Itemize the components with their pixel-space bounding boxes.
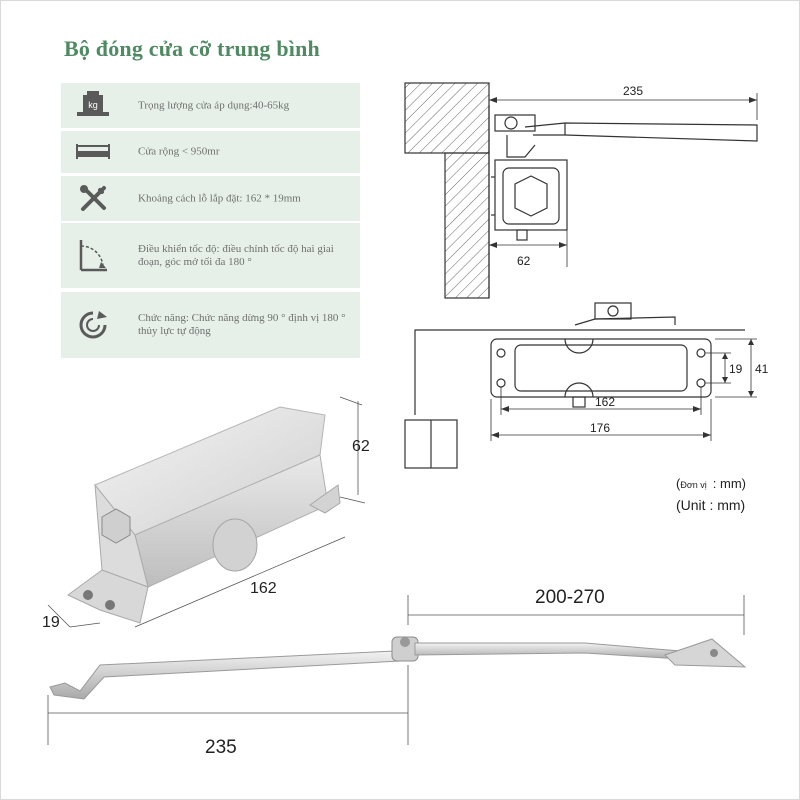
arm-bracket bbox=[664, 638, 747, 668]
product-title: Bộ đóng cửa cỡ trung bình bbox=[64, 36, 320, 61]
top-view-drawing: 235 62 bbox=[404, 82, 758, 299]
spec-text-speed: Điều khiển tốc độ: điều chỉnh tốc độ hai… bbox=[138, 242, 334, 268]
spec-text-door-width: Cửa rộng < 950mr bbox=[138, 145, 220, 158]
angle-icon bbox=[67, 223, 119, 288]
photo-dim-height: 62 bbox=[352, 438, 370, 455]
side-dim-height: 41 bbox=[755, 362, 769, 376]
photo-dim-length: 162 bbox=[250, 580, 277, 597]
product-photo: 62 162 19 200-270 235 bbox=[42, 396, 747, 758]
unit-vi-value: : mm bbox=[712, 476, 742, 491]
spec-row-speed: Điều khiển tốc độ: điều chỉnh tốc độ hai… bbox=[61, 223, 360, 288]
side-dim-hole-spacing: 162 bbox=[595, 395, 615, 409]
side-dim-hole-height: 19 bbox=[729, 362, 743, 376]
side-dim-length: 176 bbox=[590, 421, 610, 435]
photo-dim-width: 19 bbox=[42, 614, 60, 631]
door-width-icon bbox=[67, 131, 119, 173]
spec-row-holes: Khoảng cách lỗ lắp đặt: 162 * 19mm bbox=[61, 176, 360, 221]
spec-row-weight: kg Trọng lượng cửa áp dụng:40-65kg bbox=[61, 83, 360, 128]
arm-long-rod bbox=[49, 650, 401, 700]
photo-dim-arm-length: 235 bbox=[205, 737, 237, 758]
weight-icon: kg bbox=[67, 83, 119, 128]
top-dim-arm: 235 bbox=[623, 84, 643, 98]
unit-vi: (Đơn vị: mm) bbox=[676, 476, 746, 491]
top-dim-depth: 62 bbox=[517, 254, 531, 268]
spec-text-function: Chức năng: Chức năng dừng 90 ° định vị 1… bbox=[138, 312, 346, 337]
side-view-drawing: 162 176 19 41 bbox=[404, 302, 769, 469]
closer-base-plate bbox=[67, 569, 149, 624]
tools-icon bbox=[67, 176, 119, 221]
rotate-icon bbox=[67, 292, 119, 358]
unit-en: (Unit : mm) bbox=[676, 497, 746, 513]
spec-row-function: Chức năng: Chức năng dừng 90 ° định vị 1… bbox=[61, 292, 360, 358]
spec-row-door-width: Cửa rộng < 950mr bbox=[61, 131, 360, 173]
closer-valve bbox=[212, 518, 258, 572]
spec-text-weight: Trọng lượng cửa áp dụng:40-65kg bbox=[138, 99, 290, 111]
unit-vi-label: Đơn vị bbox=[680, 480, 707, 490]
photo-dim-arm-range: 200-270 bbox=[535, 587, 605, 608]
spec-text-holes: Khoảng cách lỗ lắp đặt: 162 * 19mm bbox=[138, 192, 301, 204]
arm-adjust-rod bbox=[414, 642, 681, 660]
weight-badge: kg bbox=[88, 100, 98, 110]
closer-hex-socket bbox=[101, 508, 131, 544]
